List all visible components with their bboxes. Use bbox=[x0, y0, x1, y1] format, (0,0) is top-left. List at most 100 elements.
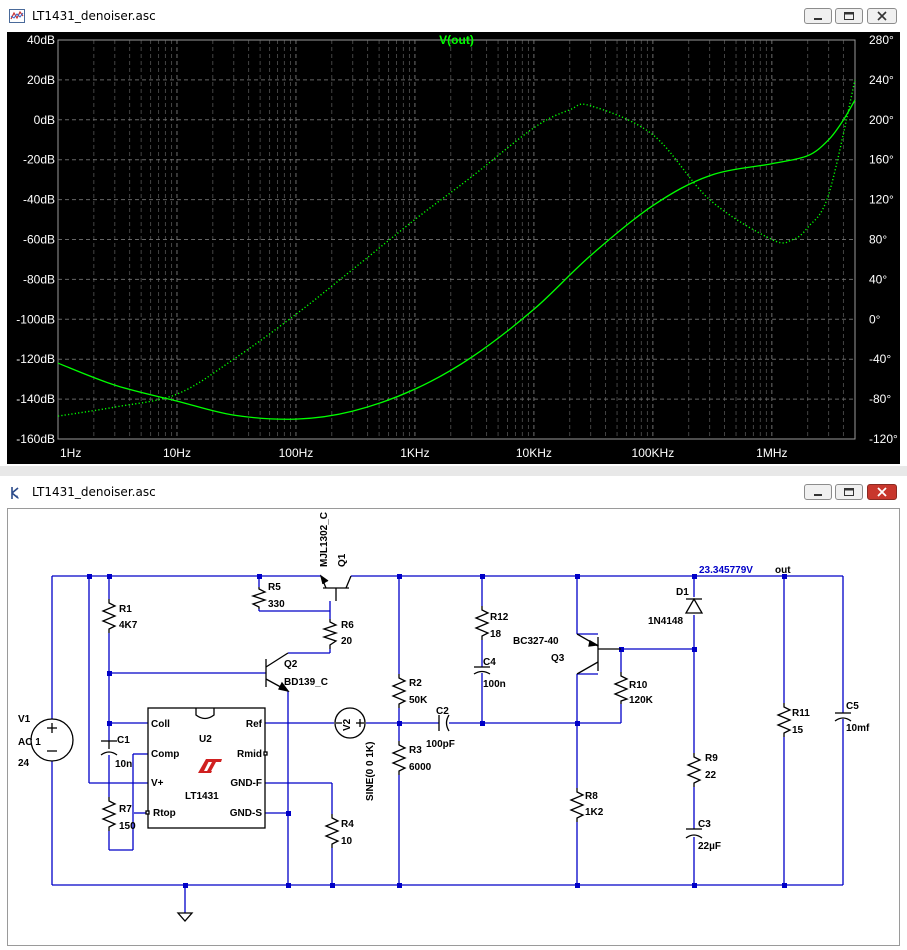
schematic-drawing[interactable]: V1 AC 1 24 C1 10n R1 4K7 R7 150 R5 330 R… bbox=[8, 509, 899, 945]
q1-model: MJL1302_C bbox=[319, 512, 330, 567]
schematic-minimize-button[interactable] bbox=[804, 484, 832, 500]
bode-chart[interactable]: 40dB20dB0dB-20dB-40dB-60dB-80dB-100dB-12… bbox=[7, 32, 900, 464]
pin-coll: Coll bbox=[151, 719, 170, 730]
y-tick-label-left: -60dB bbox=[23, 233, 55, 247]
c4-value: 100n bbox=[483, 679, 506, 690]
x-tick-label: 1MHz bbox=[756, 446, 787, 460]
resistor-r12[interactable] bbox=[474, 606, 490, 640]
y-tick-label-left: -140dB bbox=[16, 392, 55, 406]
r6-value: 20 bbox=[341, 636, 353, 647]
x-tick-label: 10Hz bbox=[163, 446, 191, 460]
capacitor-c2[interactable] bbox=[438, 714, 450, 732]
x-tick-label: 10KHz bbox=[516, 446, 552, 460]
y-tick-label-right: 0° bbox=[869, 312, 881, 326]
resistor-r7[interactable] bbox=[101, 797, 117, 831]
u2-model: LT1431 bbox=[185, 791, 219, 802]
window-divider bbox=[0, 466, 907, 476]
chart-title: V(out) bbox=[439, 33, 474, 47]
minimize-icon bbox=[814, 18, 822, 20]
y-tick-label-right: -40° bbox=[869, 352, 891, 366]
close-icon bbox=[877, 11, 887, 21]
transistor-q1[interactable] bbox=[319, 574, 352, 601]
d1-ref: D1 bbox=[676, 587, 689, 598]
schematic-close-button[interactable] bbox=[867, 484, 897, 500]
r1-value: 4K7 bbox=[119, 620, 138, 631]
schematic-window-title: LT1431_denoiser.asc bbox=[32, 485, 156, 499]
y-tick-label-left: -160dB bbox=[16, 432, 55, 446]
y-tick-label-right: 80° bbox=[869, 233, 887, 247]
resistor-r2[interactable] bbox=[391, 674, 407, 708]
maximize-button[interactable] bbox=[835, 8, 863, 24]
close-icon bbox=[877, 487, 887, 497]
y-tick-label-left: 20dB bbox=[27, 73, 55, 87]
resistor-r9[interactable] bbox=[686, 753, 702, 787]
r12-value: 18 bbox=[490, 629, 502, 640]
diode-d1[interactable] bbox=[684, 597, 704, 614]
pin-gnd-s: GND-S bbox=[230, 808, 263, 819]
voltage-source-v1[interactable] bbox=[30, 718, 74, 762]
schematic-maximize-button[interactable] bbox=[835, 484, 863, 500]
r3-ref: R3 bbox=[409, 745, 422, 756]
c4-ref: C4 bbox=[483, 657, 496, 668]
y-tick-label-right: 280° bbox=[869, 33, 894, 47]
pin-comp: Comp bbox=[151, 749, 179, 760]
resistor-r10[interactable] bbox=[613, 672, 629, 704]
v1-value-ac: AC 1 bbox=[18, 737, 41, 748]
x-tick-label: 100Hz bbox=[279, 446, 314, 460]
trace-magnitude bbox=[57, 99, 856, 420]
y-tick-label-left: -20dB bbox=[23, 153, 55, 167]
plot-window-title: LT1431_denoiser.asc bbox=[32, 9, 156, 23]
resistor-r4[interactable] bbox=[324, 814, 340, 848]
schematic-canvas[interactable]: V1 AC 1 24 C1 10n R1 4K7 R7 150 R5 330 R… bbox=[7, 508, 900, 946]
v2-ref: V2 bbox=[342, 718, 353, 731]
resistor-r8[interactable] bbox=[569, 788, 585, 822]
junctions bbox=[87, 574, 787, 888]
q3-ref: Q3 bbox=[551, 653, 565, 664]
schematic-titlebar[interactable]: LT1431_denoiser.asc bbox=[0, 476, 907, 510]
regulator-u2[interactable] bbox=[147, 707, 266, 829]
transistor-q2[interactable] bbox=[265, 652, 290, 693]
pin-vplus: V+ bbox=[151, 778, 164, 789]
y-tick-label-right: 120° bbox=[869, 193, 894, 207]
schematic-window: LT1431_denoiser.asc bbox=[0, 476, 907, 949]
r9-value: 22 bbox=[705, 770, 717, 781]
c2-ref: C2 bbox=[436, 706, 449, 717]
capacitor-c4[interactable] bbox=[473, 666, 491, 675]
maximize-icon bbox=[844, 488, 854, 496]
minimize-button[interactable] bbox=[804, 8, 832, 24]
r7-value: 150 bbox=[119, 821, 136, 832]
plot-titlebar[interactable]: LT1431_denoiser.asc bbox=[0, 0, 907, 34]
r10-ref: R10 bbox=[629, 680, 648, 691]
u2-ref: U2 bbox=[199, 734, 212, 745]
r5-value: 330 bbox=[268, 599, 285, 610]
resistor-r11[interactable] bbox=[776, 703, 792, 737]
y-tick-label-left: 40dB bbox=[27, 33, 55, 47]
pin-ref: Ref bbox=[246, 719, 263, 730]
transistor-q3[interactable] bbox=[576, 633, 621, 675]
resistor-r3[interactable] bbox=[391, 741, 407, 775]
c3-value: 22µF bbox=[698, 841, 721, 852]
r11-ref: R11 bbox=[792, 708, 810, 719]
ground-icon bbox=[176, 912, 194, 922]
y-tick-label-right: -120° bbox=[869, 432, 898, 446]
y-tick-label-right: -80° bbox=[869, 392, 891, 406]
capacitor-c5[interactable] bbox=[834, 712, 852, 722]
c1-ref: C1 bbox=[117, 735, 130, 746]
resistor-r1[interactable] bbox=[101, 599, 117, 633]
v1-ref: V1 bbox=[18, 714, 31, 725]
voltage-source-v2[interactable] bbox=[334, 707, 366, 739]
capacitor-c1[interactable] bbox=[100, 740, 118, 756]
resistor-r6[interactable] bbox=[321, 619, 339, 649]
lt-logo-icon bbox=[198, 759, 222, 773]
q3-model: BC327-40 bbox=[513, 636, 559, 647]
capacitor-c3[interactable] bbox=[685, 828, 703, 839]
x-tick-label: 1Hz bbox=[60, 446, 81, 460]
close-button[interactable] bbox=[867, 8, 897, 24]
plot-window-icon bbox=[9, 9, 25, 23]
x-tick-label: 100KHz bbox=[632, 446, 675, 460]
q2-model: BD139_C bbox=[284, 677, 328, 688]
resistor-r5[interactable] bbox=[250, 587, 268, 609]
node-voltage-label: 23.345779V bbox=[699, 565, 753, 576]
r10-value: 120K bbox=[629, 695, 654, 706]
